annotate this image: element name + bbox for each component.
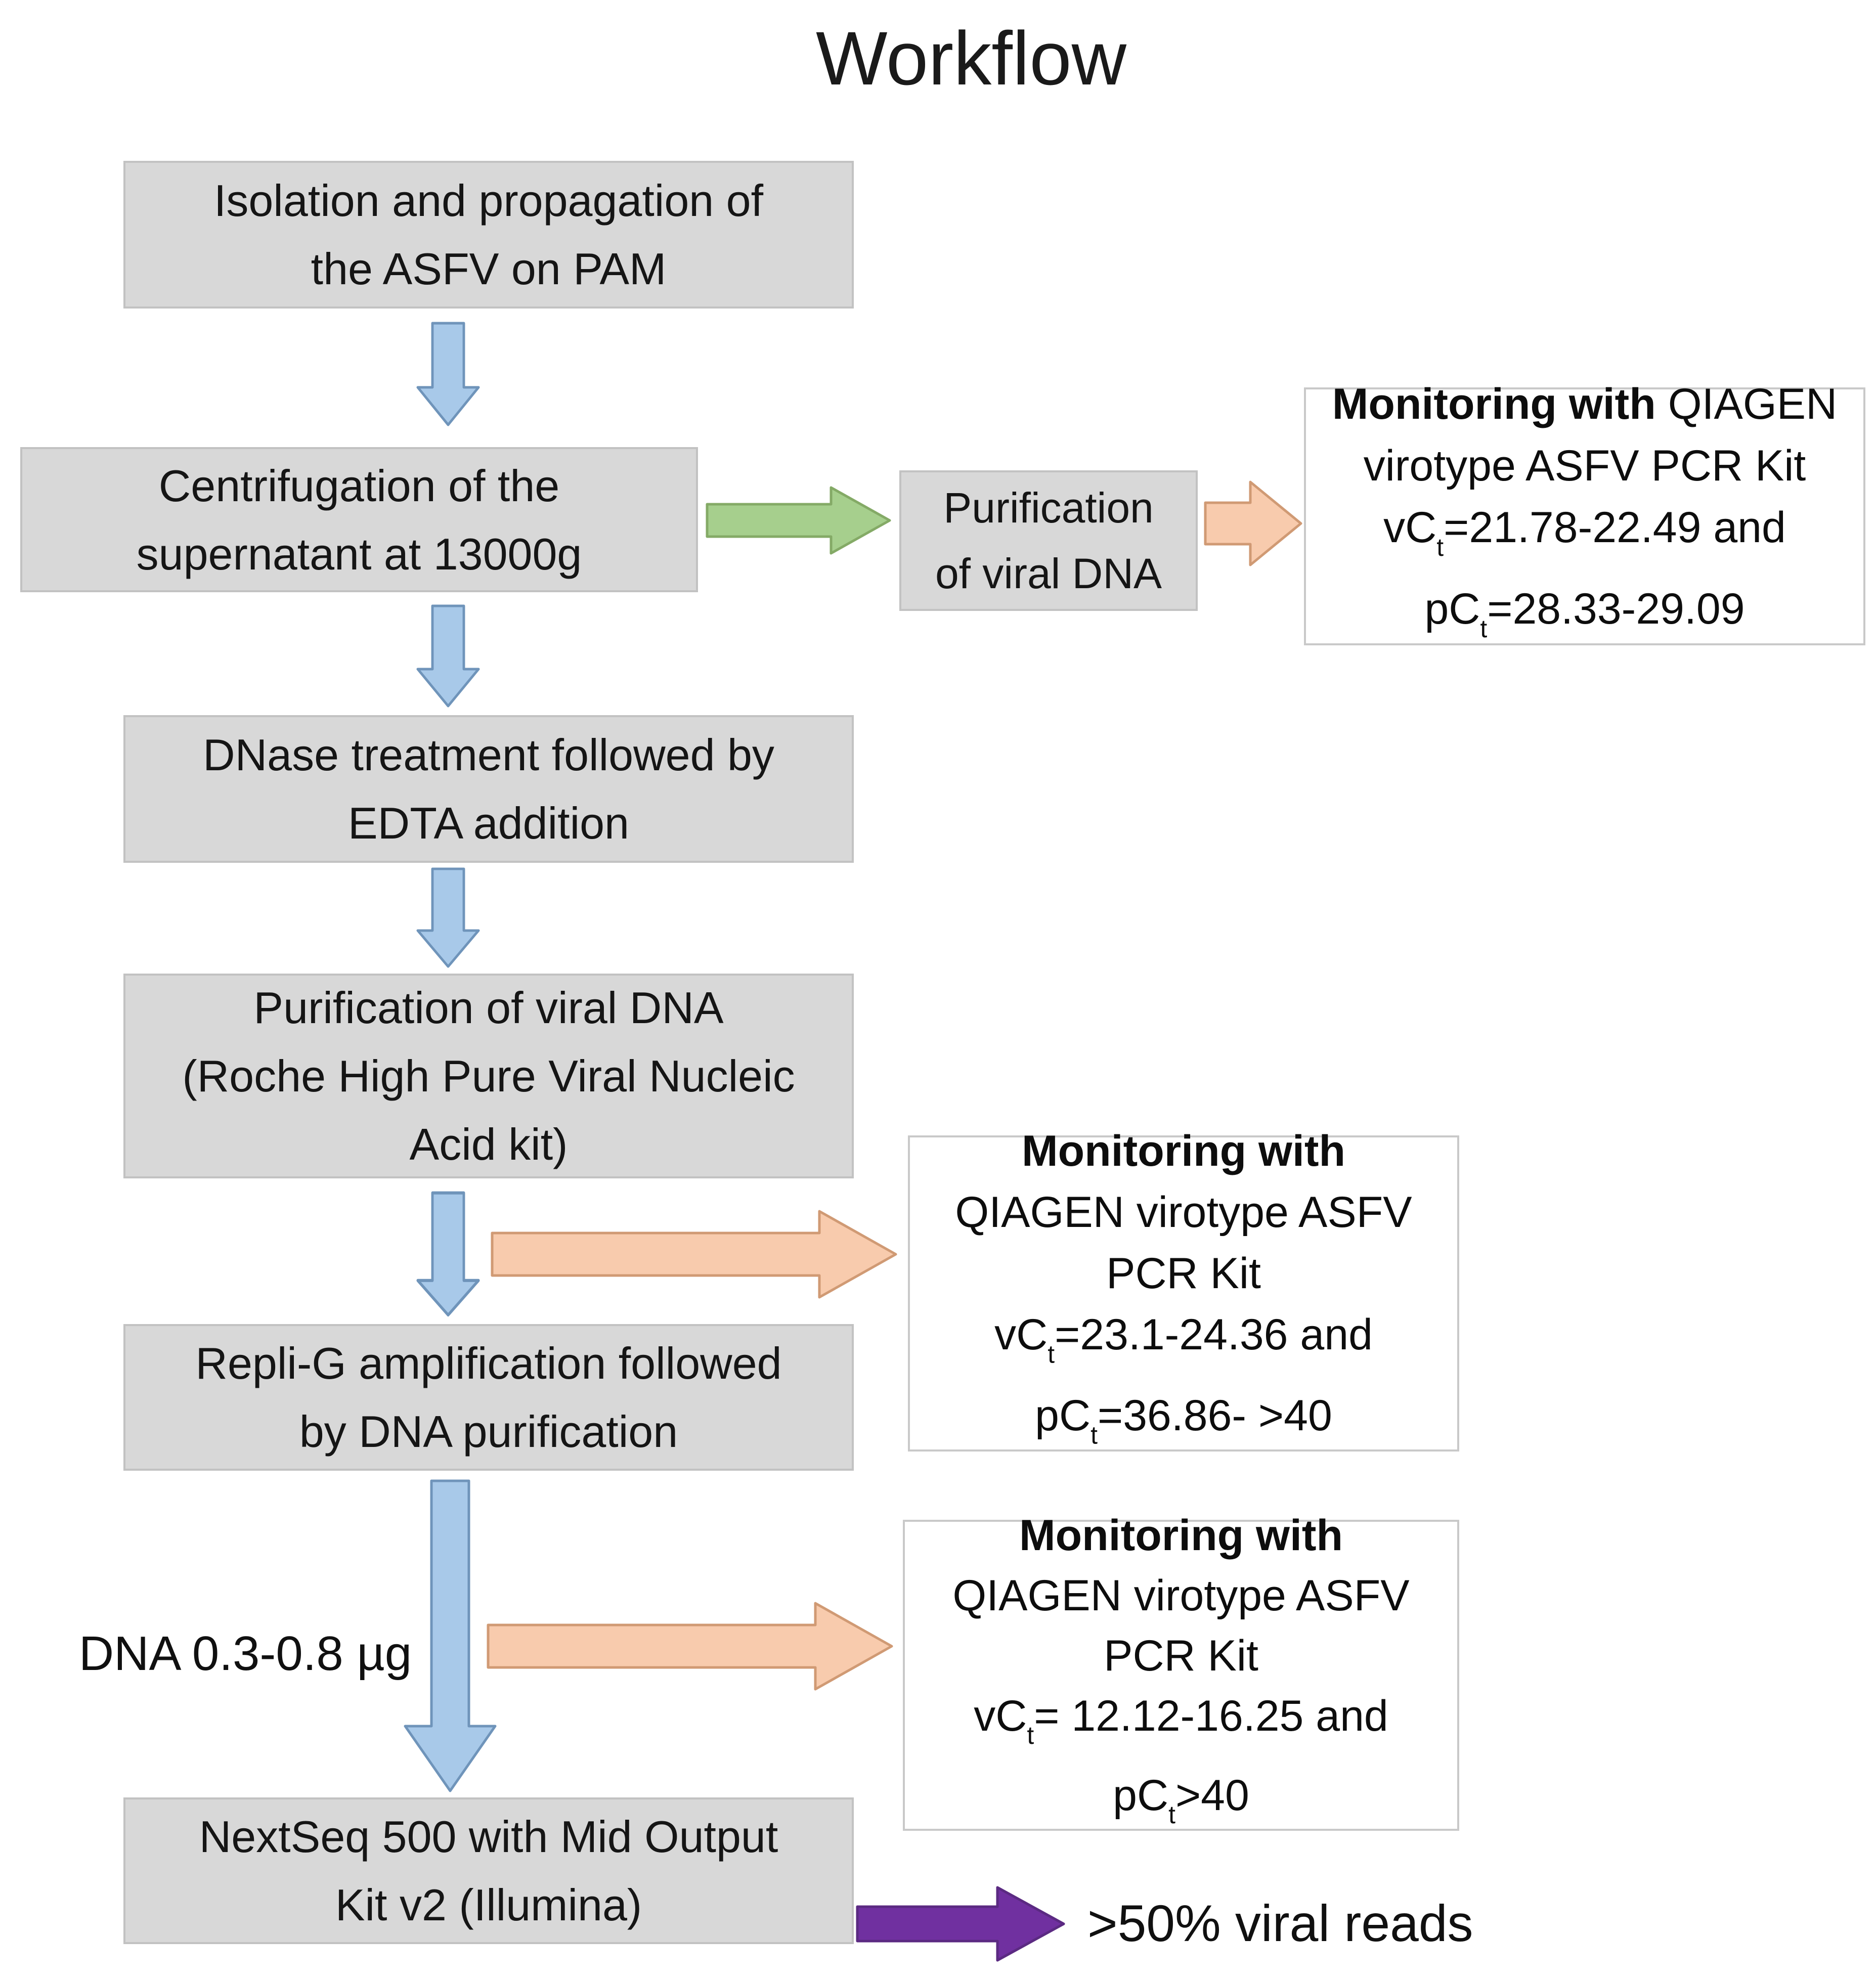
- arrow-down-icon: [416, 867, 480, 969]
- monitoring-pct-value: pCt=36.86- >40: [1035, 1391, 1332, 1449]
- monitoring-kit-line: virotype ASFV PCR Kit: [1363, 442, 1806, 491]
- step-box-line: Centrifugation of the: [158, 460, 560, 511]
- step-box-repli-g: Repli-G amplification followed by DNA pu…: [123, 1324, 854, 1471]
- monitoring-kit-line: QIAGEN virotype ASFV: [952, 1571, 1410, 1620]
- step-box-line: Repli-G amplification followed: [195, 1338, 782, 1388]
- monitoring-vct-value: vCt=21.78-22.49 and: [1383, 503, 1786, 561]
- monitoring-pct-value: pCt>40: [1113, 1771, 1249, 1829]
- step-box-nextseq: NextSeq 500 with Mid Output Kit v2 (Illu…: [123, 1797, 854, 1944]
- monitoring-kit-line: PCR Kit: [1106, 1249, 1261, 1298]
- diagram-title: Workflow: [816, 16, 1126, 101]
- monitoring-box-2: Monitoring with QIAGEN virotype ASFV PCR…: [908, 1127, 1459, 1452]
- step-box-line: NextSeq 500 with Mid Output: [199, 1812, 778, 1862]
- step-box-dnase: DNase treatment followed by EDTA additio…: [123, 715, 854, 863]
- monitoring-vct-value: vCt= 12.12-16.25 and: [974, 1691, 1388, 1749]
- dna-amount-label: DNA 0.3-0.8 µg: [78, 1626, 412, 1681]
- arrow-right-purple-icon: [856, 1885, 1066, 1962]
- step-box-line: Purification of viral DNA: [253, 983, 724, 1033]
- monitoring-box-1: Monitoring with QIAGEN virotype ASFV PCR…: [1304, 380, 1865, 645]
- arrow-down-icon: [416, 604, 480, 708]
- arrow-right-orange-icon: [1204, 479, 1303, 567]
- step-box-purification-viral-dna: Purification of viral DNA: [899, 470, 1198, 611]
- step-box-centrifugation: Centrifugation of the supernatant at 130…: [20, 447, 698, 592]
- arrow-down-icon: [416, 1191, 480, 1317]
- monitoring-box-3: Monitoring with QIAGEN virotype ASFV PCR…: [903, 1511, 1459, 1831]
- monitoring-heading: Monitoring with: [1021, 1127, 1346, 1176]
- step-box-line: by DNA purification: [299, 1406, 678, 1457]
- step-box-line: (Roche High Pure Viral Nucleic: [182, 1051, 795, 1101]
- step-box-line: of viral DNA: [935, 550, 1162, 597]
- step-box-isolation: Isolation and propagation of the ASFV on…: [123, 161, 854, 309]
- monitoring-pct-value: pCt=28.33-29.09: [1424, 585, 1745, 643]
- arrow-down-icon: [416, 322, 480, 427]
- monitoring-kit-line: QIAGEN virotype ASFV: [955, 1188, 1412, 1237]
- step-box-line: Kit v2 (Illumina): [335, 1880, 642, 1930]
- step-box-line: supernatant at 13000g: [136, 529, 582, 579]
- step-box-purification-roche: Purification of viral DNA (Roche High Pu…: [123, 974, 854, 1178]
- arrow-right-green-icon: [706, 486, 892, 555]
- step-box-line: EDTA addition: [347, 798, 629, 848]
- step-box-line: the ASFV on PAM: [311, 244, 667, 294]
- monitoring-vct-value: vCt=23.1-24.36 and: [994, 1310, 1373, 1369]
- monitoring-heading: Monitoring with QIAGEN: [1332, 380, 1838, 429]
- step-box-line: Acid kit): [409, 1119, 568, 1169]
- monitoring-heading: Monitoring with: [1019, 1511, 1343, 1560]
- monitoring-kit-line: PCR Kit: [1104, 1631, 1258, 1680]
- arrow-right-orange-icon: [487, 1601, 894, 1692]
- arrow-down-long-icon: [404, 1479, 497, 1793]
- step-box-line: DNase treatment followed by: [203, 730, 774, 780]
- viral-reads-label: >50% viral reads: [1087, 1895, 1473, 1952]
- step-box-line: Isolation and propagation of: [213, 175, 764, 226]
- arrow-right-orange-icon: [491, 1209, 898, 1300]
- step-box-line: Purification: [943, 484, 1154, 532]
